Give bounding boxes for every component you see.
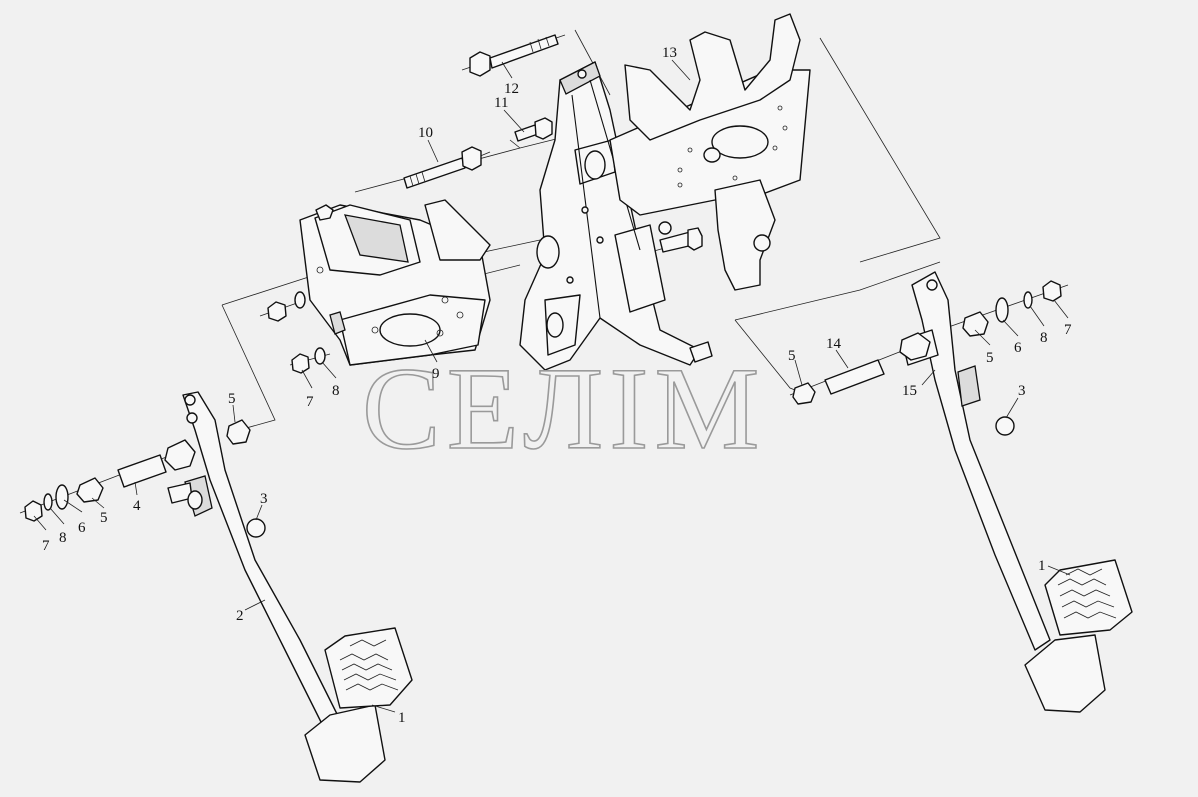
brake-pedal-arm-15 <box>901 271 1133 713</box>
callout-7-center: 7 <box>306 394 314 410</box>
right-pivot-parts <box>792 280 1062 405</box>
callout-8-center: 8 <box>332 383 340 399</box>
callout-leader-lines <box>33 59 1071 713</box>
clutch-bracket-housing-9 <box>299 199 491 366</box>
watermark-text: СЕЛІМ <box>362 343 765 474</box>
callout-1-left: 1 <box>398 710 406 726</box>
callout-6-right: 6 <box>1014 340 1022 356</box>
left-pivot-parts <box>24 419 266 538</box>
callout-9: 9 <box>432 366 440 382</box>
left-pedal-pad-tread <box>339 639 399 691</box>
callout-3-left: 3 <box>260 491 268 507</box>
callout-5-upper-left: 5 <box>228 391 236 407</box>
callout-2: 2 <box>236 608 244 624</box>
callout-5-lower-left: 5 <box>100 510 108 526</box>
callout-5-right: 5 <box>986 350 994 366</box>
callout-4: 4 <box>133 498 141 514</box>
clutch-pedal-arm-2 <box>167 391 413 783</box>
callout-10: 10 <box>418 125 433 141</box>
callout-15: 15 <box>902 383 917 399</box>
right-pedal-pad-tread <box>1057 568 1117 619</box>
callout-5-center: 5 <box>788 348 796 364</box>
callout-7-left: 7 <box>42 538 50 554</box>
callout-8-right: 8 <box>1040 330 1048 346</box>
callout-7-right: 7 <box>1064 322 1072 338</box>
bolt-11 <box>514 117 553 142</box>
callout-6-left: 6 <box>78 520 86 536</box>
callout-14: 14 <box>826 336 842 352</box>
long-bolt-10 <box>403 146 482 189</box>
callout-labels: 1 1 2 3 3 4 5 5 5 5 6 6 7 7 7 8 8 8 9 10… <box>42 45 1072 726</box>
mounting-plate-13 <box>609 13 811 291</box>
callout-11: 11 <box>494 95 508 111</box>
callout-13: 13 <box>662 45 677 61</box>
callout-1-right: 1 <box>1038 558 1046 574</box>
pedal-bracket-main <box>519 61 713 371</box>
callout-12: 12 <box>504 81 519 97</box>
long-bolt-12 <box>469 34 559 77</box>
callout-8-left: 8 <box>59 530 67 546</box>
bracket-nuts-washers <box>267 291 326 374</box>
callout-3-right: 3 <box>1018 383 1026 399</box>
